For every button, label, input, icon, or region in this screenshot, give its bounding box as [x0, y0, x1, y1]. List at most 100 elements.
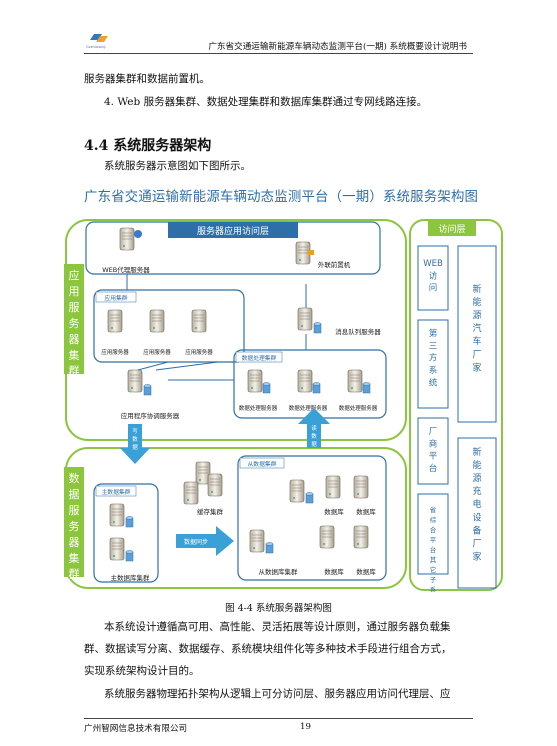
access-proxy-label: 服务器应用访问层: [197, 225, 269, 237]
slave-db-2-icon: [265, 542, 274, 554]
coord-server-icon: [127, 369, 143, 393]
charging-maker-box: [457, 437, 497, 589]
figure-caption: 图 4-4 系统服务器架构图: [225, 603, 332, 614]
app-server-1-label: 应用服务器: [101, 348, 129, 356]
access-region: [409, 219, 503, 591]
app-group-box: [93, 289, 245, 363]
web-access-box: [417, 245, 449, 311]
paragraph-4a: 本系统设计遵循高可用、高性能、灵活拓展等设计原则，通过服务器负载集: [104, 621, 451, 633]
slave-db-server-6-icon: [353, 525, 369, 549]
dp-server-3-icon: [347, 369, 363, 393]
slave-db-label: 从数据库集群: [259, 567, 299, 576]
charging-maker-label: 新能源充电设备厂家: [472, 446, 481, 562]
header-title: 广东省交通运输新能源车辆动态监测平台(一期) 系统概要设计说明书: [208, 42, 467, 52]
master-db-1-icon: [125, 516, 134, 528]
write-data-label: 写数据: [132, 428, 138, 451]
dp-db-3-icon: [362, 382, 371, 394]
cache-label: 缓存集群: [197, 507, 224, 516]
app-group-label: 应用集群: [104, 294, 127, 302]
master-db-2-icon: [125, 550, 134, 562]
slave-db-db-label-2: 数据库: [356, 507, 376, 516]
dp-server-1-icon: [247, 369, 263, 393]
paragraph-4c: 实现系统架构设计目的。: [84, 665, 200, 677]
page-number: 19: [300, 722, 311, 732]
slave-db-group-label: 从数据集群: [248, 460, 277, 468]
master-db-server-1-icon: [109, 503, 125, 527]
slave-db-server-3-icon: [353, 475, 369, 499]
province-system-box: [417, 493, 449, 575]
data-cluster-label-box: [64, 467, 84, 577]
slave-db-server-5-icon: [319, 525, 335, 549]
paragraph-1: 服务器集群和数据前置机。: [84, 73, 210, 85]
header-rule: [84, 53, 473, 54]
read-data-arrow: 读数据: [298, 408, 330, 448]
coord-db-icon: [143, 384, 152, 396]
paragraph-4b: 群、数据读写分离、数据缓存、系统模块组件化等多种技术手段进行组合方式，: [84, 643, 452, 655]
nev-maker-box: [457, 245, 497, 423]
app-server-2-icon: [149, 309, 165, 333]
folder-icon: [308, 250, 314, 255]
access-proxy-header: [168, 222, 298, 238]
front-machine-server-icon: [295, 241, 311, 265]
mq-db-icon: [313, 322, 322, 334]
front-machine-label: 外联前置机: [318, 260, 351, 269]
footer-rule: [84, 718, 473, 719]
master-db-label: 主数据库集群: [111, 573, 151, 582]
vendor-platform-box: [417, 417, 449, 485]
app-server-3-icon: [191, 309, 207, 333]
data-cluster-label: 数据服务器集群: [69, 472, 80, 581]
company-logo: Gzzhiwang: [86, 34, 108, 49]
figure-title: 广东省交通运输新能源车辆动态监测平台（一期）系统服务架构图: [84, 190, 479, 205]
dp-db-2-icon: [312, 382, 321, 394]
master-db-server-2-icon: [109, 537, 125, 561]
slave-db-server-4-icon: [249, 529, 265, 553]
data-sync-arrow: 数据同步: [176, 526, 234, 556]
third-party-box: [417, 319, 449, 409]
coord-label: 应用程序协调服务器: [121, 411, 180, 420]
globe-icon: [134, 230, 142, 238]
dp-server-2-icon: [297, 369, 313, 393]
write-data-arrow: 写数据: [120, 424, 150, 464]
mq-label: 消息队列服务器: [335, 327, 381, 336]
section-heading: 4.4 系统服务器架构: [84, 138, 212, 154]
dp-cluster-label: 数据处理集群: [242, 354, 277, 362]
web-proxy-server-icon: [119, 227, 135, 251]
slave-db-server-2-icon: [325, 475, 341, 499]
dp-server-3-label: 数据处理服务器: [339, 404, 378, 412]
app-cluster-label: 应用服务器集群: [69, 268, 80, 378]
dp-server-2-label: 数据处理服务器: [289, 404, 328, 412]
logo-text: Gzzhiwang: [86, 45, 106, 49]
web-proxy-label: WEB代理服务器: [102, 265, 150, 274]
footer-company: 广州智网信息技术有限公司: [84, 724, 188, 734]
connector-lines: [126, 274, 307, 381]
slave-db-server-1-icon: [289, 479, 305, 503]
slave-db-db-label-1: 数据库: [324, 507, 344, 516]
app-server-3-label: 应用服务器: [185, 348, 213, 356]
province-system-label: 省综合平台其它子系统: [430, 505, 437, 592]
vendor-platform-label: 厂商平台: [429, 427, 438, 474]
slave-db-db-label-4: 数据库: [356, 567, 376, 576]
cache-server-3-icon: [183, 481, 199, 505]
cache-server-2-icon: [207, 473, 223, 497]
master-db-group-label: 主数据集群: [102, 488, 131, 496]
data-sync-label: 数据同步: [184, 538, 208, 546]
dp-db-1-icon: [262, 382, 271, 394]
slave-db-1-icon: [305, 492, 314, 504]
slave-db-box: [237, 455, 387, 581]
dp-server-1-label: 数据处理服务器: [239, 404, 278, 412]
access-layer-label: 访问层: [438, 223, 465, 235]
paragraph-2: 4. Web 服务器集群、数据处理集群和数据库集群通过专网线路连接。: [104, 96, 428, 108]
nev-maker-label: 新能源汽车厂家: [472, 283, 481, 373]
paragraph-5: 系统服务器物理拓扑架构从逻辑上可分访问层、服务器应用访问代理层、应: [104, 688, 451, 700]
master-db-box: [93, 483, 159, 583]
app-server-2-label: 应用服务器: [143, 348, 171, 356]
app-cluster-label-box: [64, 264, 84, 374]
architecture-diagram: 应用服务器集群 数据服务器集群 服务器应用访问层 WEB代理服务器 外联前置机 …: [64, 219, 503, 592]
third-party-label: 第三方系统: [429, 328, 438, 388]
mq-server-icon: [297, 307, 313, 331]
slave-db-db-label-3: 数据库: [324, 567, 344, 576]
access-layer-header: [428, 220, 476, 236]
read-data-label: 读数据: [311, 424, 317, 448]
